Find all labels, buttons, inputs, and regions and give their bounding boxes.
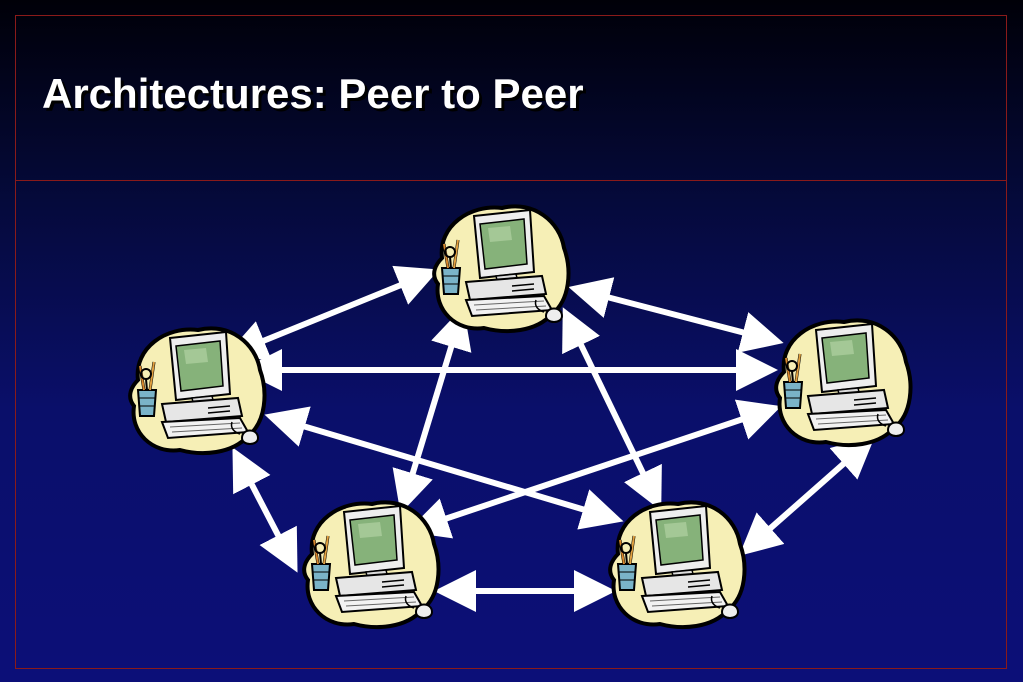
arrow-right-bottom-left [406,399,782,539]
arrow-right-bottom-right [738,436,876,556]
arrow-left-bottom-left [232,447,298,573]
arrow-top-bottom-left [392,306,472,514]
slide-frame [15,15,1007,669]
desktop-computer-icon [128,326,267,456]
peer-bottom-right [608,500,747,630]
desktop-computer-icon [608,500,747,630]
peer-top [432,204,571,334]
peer-bottom-left [302,500,441,630]
arrow-top-right [568,277,784,353]
peer-left [128,326,267,456]
desktop-computer-icon [774,318,913,448]
desktop-computer-icon [432,204,571,334]
title-divider [15,180,1007,181]
connection-arrows [224,265,876,612]
slide-title: Architectures: Peer to Peer [42,70,584,117]
arrow-left-bottom-right [264,406,624,530]
arrow-left-top [224,265,440,361]
peer-right [774,318,913,448]
desktop-computer-icon [302,500,441,630]
